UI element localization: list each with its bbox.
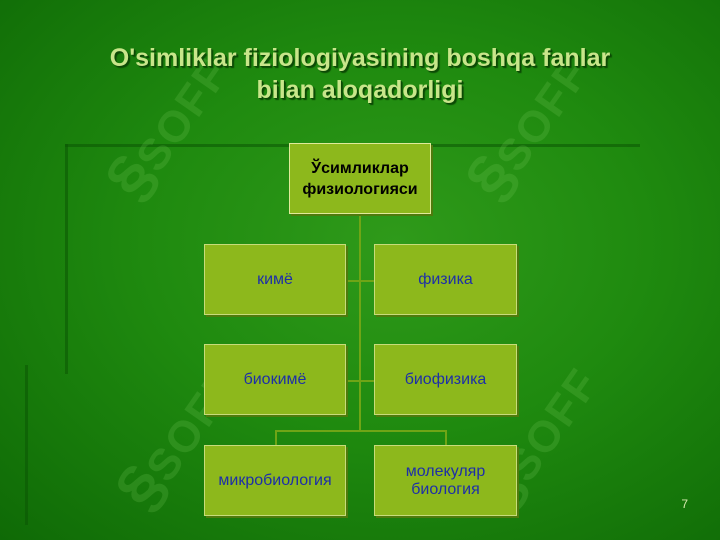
node-molecular-biology: молекуляр биология [374,445,517,516]
connector-branch-3 [275,430,445,432]
node-chemistry: кимё [204,244,346,315]
node-microbiology: микробиология [204,445,346,516]
connector-branch-1 [345,280,375,282]
frame-line-left [65,144,68,374]
connector-drop-left [275,430,277,446]
slide-title-line-2: bilan aloqadorligi [256,76,464,104]
node-root-plant-physiology: Ўсимликлар физиологияси [289,143,431,214]
connector-branch-2 [345,380,375,382]
node-physics: физика [374,244,517,315]
frame-line-left-lower [25,365,28,525]
node-biochemistry: биокимё [204,344,346,415]
slide-title-line-1: O'simliklar fiziologiyasining boshqa fan… [109,44,611,72]
connector-trunk [359,213,361,431]
page-number: 7 [681,497,688,511]
connector-drop-right [445,430,447,446]
slide-title: O'simliklar fiziologiyasining boshqa fan… [0,42,720,106]
node-biophysics: биофизика [374,344,517,415]
